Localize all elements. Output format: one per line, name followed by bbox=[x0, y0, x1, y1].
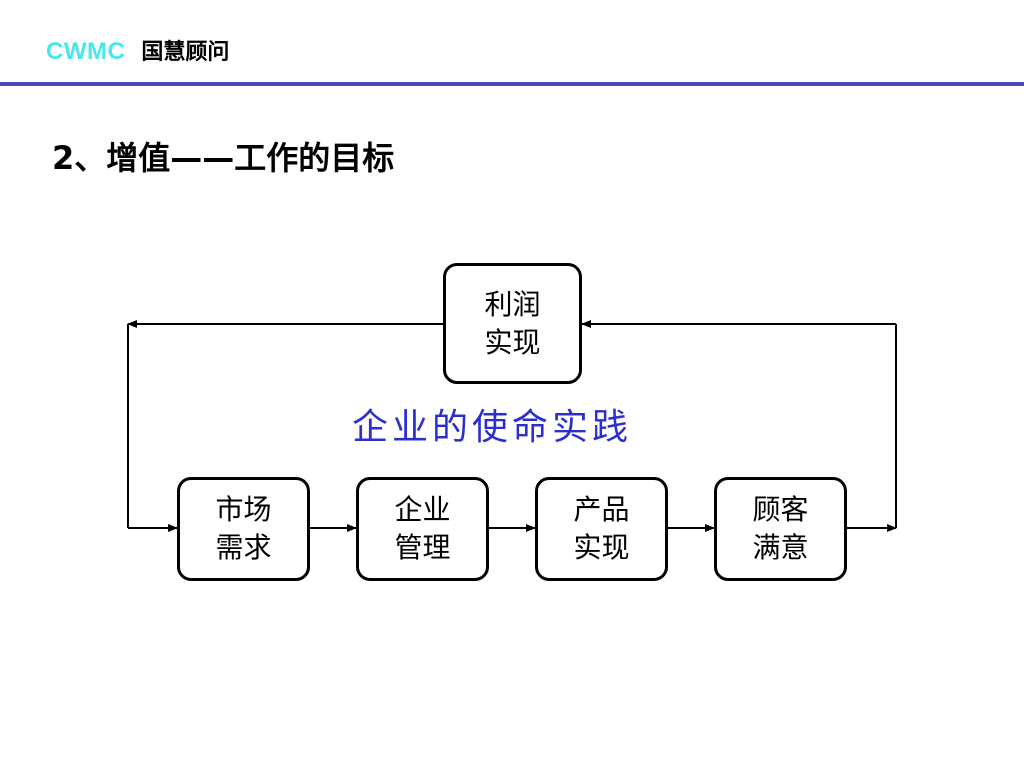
node-management-line2: 管理 bbox=[394, 531, 451, 564]
brand-logo-text: CWMC bbox=[46, 38, 126, 65]
node-customer-satisfaction: 顾客 满意 bbox=[714, 477, 847, 581]
node-satisfaction-line1: 顾客 bbox=[752, 493, 809, 526]
mission-label: 企业的使命实践 bbox=[352, 407, 633, 448]
node-market-demand: 市场 需求 bbox=[177, 477, 310, 581]
slide-title: 2、增值——工作的目标 bbox=[52, 139, 395, 177]
node-profit-realization: 利润 实现 bbox=[443, 263, 582, 384]
header-divider bbox=[0, 82, 1024, 86]
organization-name: 国慧顾问 bbox=[141, 40, 230, 65]
node-market-line1: 市场 bbox=[215, 493, 272, 526]
node-product-realization: 产品 实现 bbox=[535, 477, 668, 581]
node-product-line1: 产品 bbox=[573, 493, 630, 526]
slide-header: CWMC 国慧顾问 bbox=[46, 34, 229, 66]
node-profit-line1: 利润 bbox=[484, 287, 541, 321]
node-satisfaction-line2: 满意 bbox=[752, 531, 809, 564]
node-profit-line2: 实现 bbox=[484, 325, 541, 359]
node-product-line2: 实现 bbox=[573, 531, 630, 564]
node-management-line1: 企业 bbox=[394, 493, 451, 526]
node-enterprise-management: 企业 管理 bbox=[356, 477, 489, 581]
node-market-line2: 需求 bbox=[215, 531, 272, 564]
